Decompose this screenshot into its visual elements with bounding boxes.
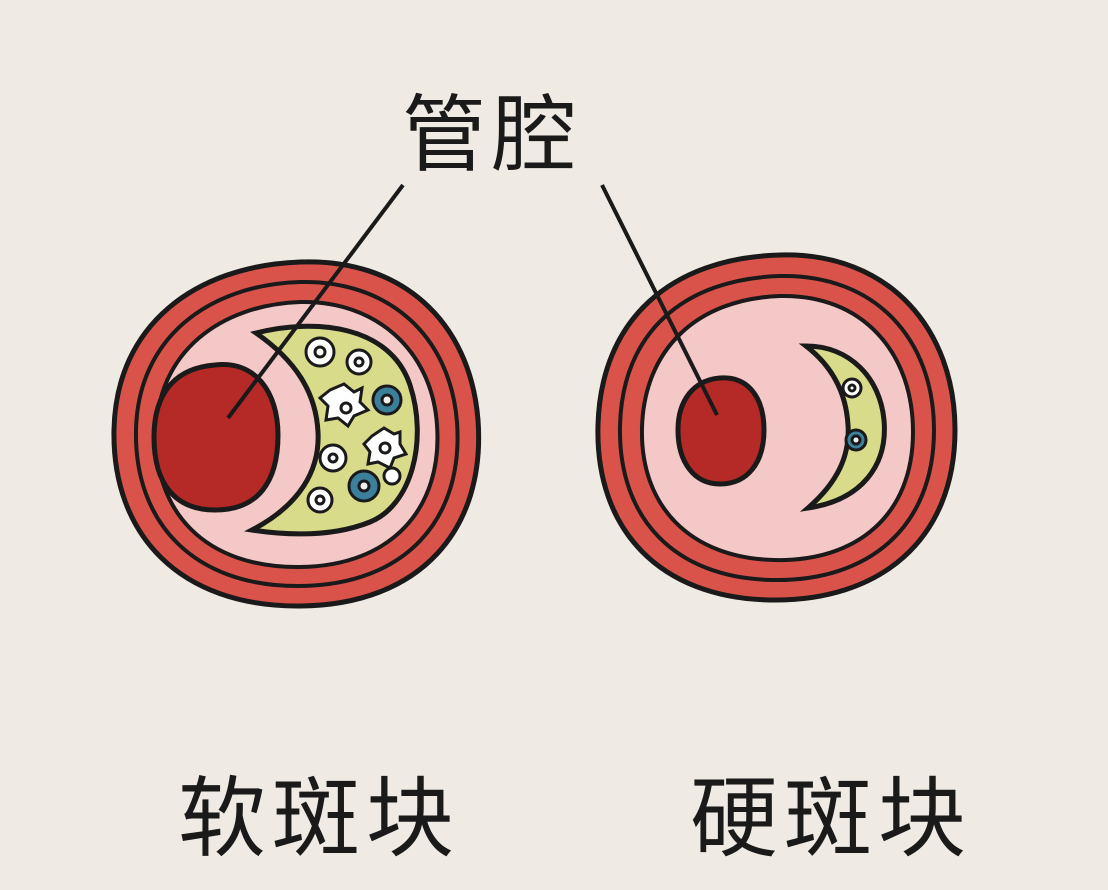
lumen-pointer-right bbox=[600, 184, 719, 416]
lumen-label: 管腔 bbox=[402, 86, 583, 184]
lumen-pointer-left bbox=[226, 183, 405, 420]
soft-plaque-label: 软斑块 bbox=[178, 767, 461, 870]
soft-lumen bbox=[151, 362, 281, 513]
soft-plaque-cells bbox=[304, 336, 409, 514]
hard-vessel-wall-inner-line bbox=[617, 273, 937, 583]
hard-plaque-vessel bbox=[595, 252, 958, 603]
hard-plaque-core bbox=[798, 343, 887, 512]
hard-plaque-label: 硬斑块 bbox=[690, 767, 973, 870]
hard-lumen bbox=[675, 375, 767, 487]
hard-plaque-cells bbox=[841, 377, 868, 452]
soft-vessel-wall-inner-line bbox=[133, 279, 460, 589]
soft-plaque-vessel bbox=[111, 259, 482, 609]
